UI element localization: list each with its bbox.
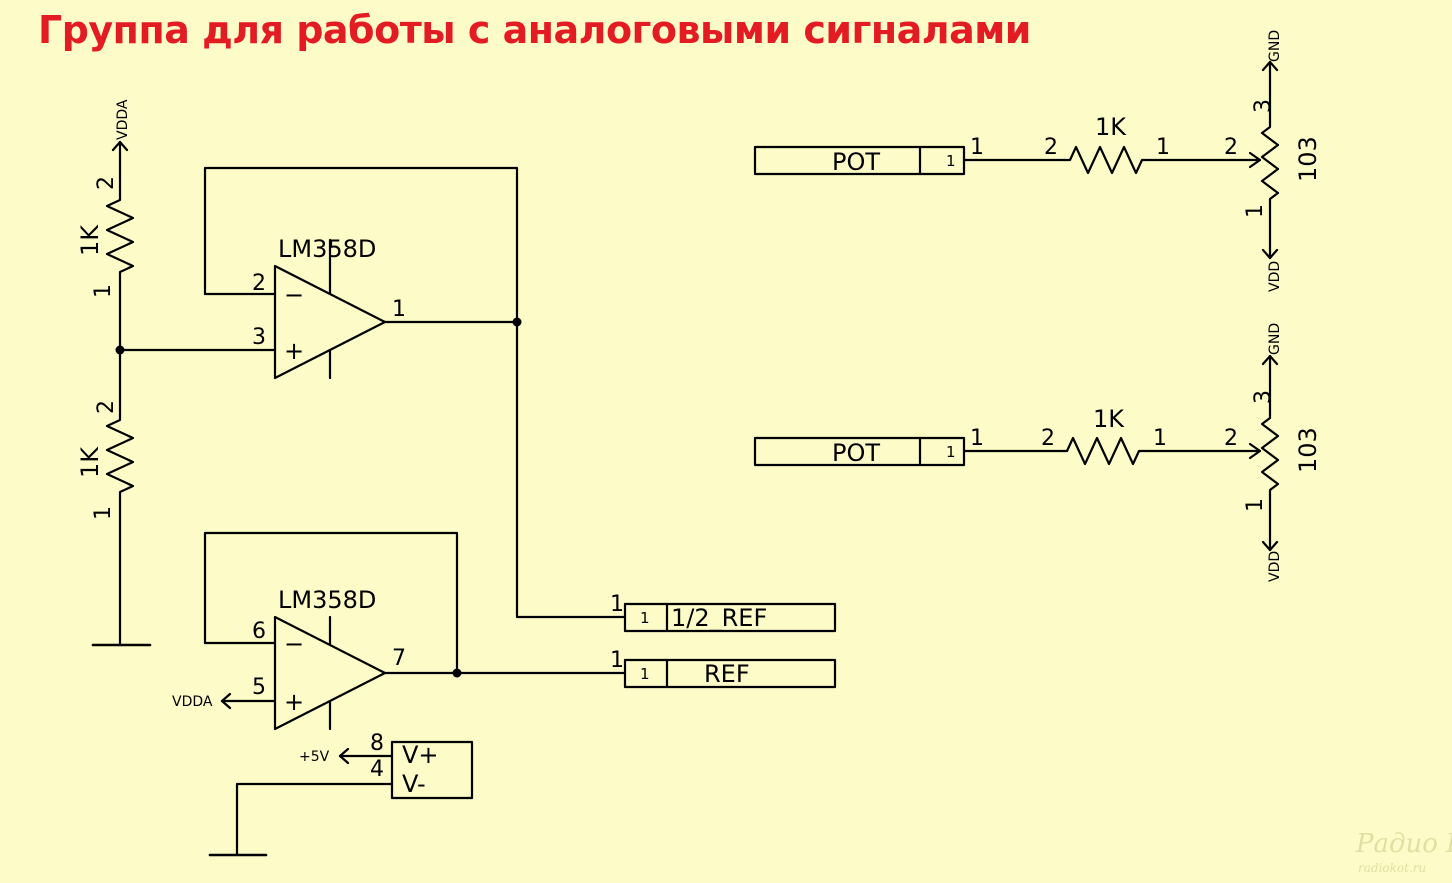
pot1-r-pin-2: 2: [1044, 135, 1058, 160]
opamp-1-pin-inv: 2: [252, 271, 266, 296]
opamp-2-plus: +: [284, 688, 304, 716]
pot1-r-pin-1: 1: [1156, 135, 1170, 160]
vminus-label: V-: [402, 770, 426, 798]
pot2-connector-pin: 1: [970, 426, 984, 451]
pot2-wiper-pin: 2: [1224, 426, 1238, 451]
power-pin-8: 8: [370, 731, 384, 756]
pot2-gnd-arrow-icon: [1261, 354, 1279, 366]
opamp-1-pin-noninv: 3: [252, 325, 266, 350]
supply-label: +5V: [299, 749, 330, 765]
pot2-connector-name: POT: [832, 439, 880, 467]
ref-name: REF: [704, 660, 750, 688]
pot2-connector-box-pin: 1: [946, 443, 956, 461]
vplus-label: V+: [402, 741, 439, 769]
opamp-1: LM358D 2 3 1 − +: [203, 166, 627, 619]
opamp-2-part: LM358D: [278, 586, 376, 614]
pot-channel-2: POT 1 1 2 1K 1 2 GND 3 103 1 VDD: [753, 323, 1322, 582]
pot2-value: 103: [1294, 427, 1322, 473]
power-pin-4: 4: [370, 757, 384, 782]
watermark-site: radiokot.ru: [1358, 861, 1426, 875]
pot1-connector-box-pin: 1: [946, 152, 956, 170]
pot1-value: 103: [1294, 136, 1322, 182]
r-top-pin-1: 1: [91, 284, 116, 298]
output-connector-ref: 1 1 REF: [610, 648, 837, 689]
half-ref-pin: 1: [610, 592, 624, 617]
ref-box-pin: 1: [640, 665, 650, 683]
vdda-label-2: VDDA: [172, 694, 213, 710]
watermark-brand: Радио КОТ: [1355, 829, 1452, 859]
opamp-1-minus: −: [284, 281, 304, 309]
opamp-1-plus: +: [284, 337, 304, 365]
pot1-vdd-arrow-icon: [1261, 248, 1279, 260]
r-bottom-pin-2: 2: [94, 400, 119, 414]
pot1-connector-name: POT: [832, 148, 880, 176]
page-title: Группа для работы с аналоговыми сигналам…: [38, 8, 1031, 52]
pot1-gnd-arrow-icon: [1261, 60, 1279, 72]
pot2-vdd-arrow-icon: [1261, 540, 1279, 552]
r-top-value: 1K: [76, 224, 104, 256]
junction-dot: [452, 668, 462, 678]
opamp-power-unit: +5V 8 4 V+ V-: [208, 731, 474, 857]
pot2-pin-1: 1: [1243, 498, 1268, 512]
pot2-r-value: 1K: [1093, 405, 1125, 433]
watermark: Радио КОТ radiokot.ru: [1355, 829, 1452, 875]
opamp-2-minus: −: [284, 630, 304, 658]
pot2-wiper-arrow-icon: [1248, 442, 1262, 460]
r-bottom-value: 1K: [76, 446, 104, 478]
r-bottom-pin-1: 1: [91, 506, 116, 520]
half-ref-box-pin: 1: [640, 609, 650, 627]
pot1-pin-1: 1: [1243, 204, 1268, 218]
opamp-2: VDDA LM358D 6 5 7 − +: [172, 531, 627, 731]
pot2-vdd-label: VDD: [1267, 551, 1283, 582]
pot1-pin-3: 3: [1251, 99, 1276, 113]
opamp-2-pin-out: 7: [392, 646, 406, 671]
pot2-r-pin-2: 2: [1041, 426, 1055, 451]
pot1-gnd-label: GND: [1267, 30, 1283, 62]
pot2-r-pin-1: 1: [1153, 426, 1167, 451]
pot1-r-value: 1K: [1095, 113, 1127, 141]
opamp-1-part: LM358D: [278, 235, 376, 263]
pot2-gnd-label: GND: [1267, 323, 1283, 355]
opamp-2-pin-noninv: 5: [252, 675, 266, 700]
opamp-2-pin-inv: 6: [252, 619, 266, 644]
vdda-label: VDDA: [115, 99, 131, 140]
pot1-wiper-arrow-icon: [1248, 151, 1262, 169]
pot1-connector-pin: 1: [970, 135, 984, 160]
r-top-pin-2: 2: [94, 176, 119, 190]
half-ref-name: 1/2_REF: [671, 604, 767, 632]
voltage-divider: VDDA 2 1K 1 2 1K 1: [76, 99, 277, 647]
supply-arrow-icon: [338, 747, 350, 765]
output-connector-half-ref: 1 1 1/2_REF: [610, 592, 837, 633]
pot1-wiper-pin: 2: [1224, 135, 1238, 160]
pot-channel-1: POT 1 1 2 1K 1 2 GND 3 103 1 VDD: [753, 30, 1322, 292]
junction-dot: [115, 345, 125, 355]
ref-pin: 1: [610, 648, 624, 673]
vdda-arrow-icon: [220, 692, 232, 710]
opamp-1-pin-out: 1: [392, 297, 406, 322]
pot2-pin-3: 3: [1251, 390, 1276, 404]
vdda-arrow-icon: [111, 140, 129, 152]
pot1-vdd-label: VDD: [1267, 261, 1283, 292]
